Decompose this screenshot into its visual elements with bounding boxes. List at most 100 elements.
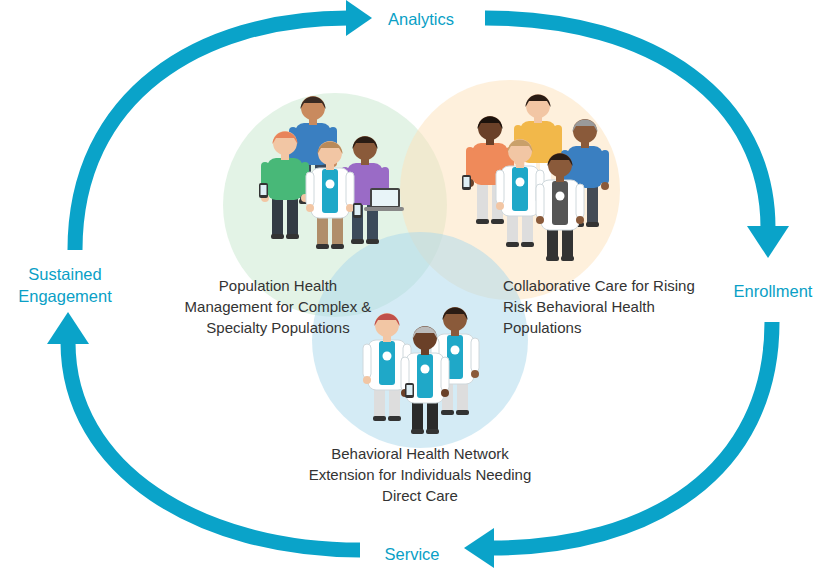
figure-part xyxy=(536,184,544,218)
figure-part xyxy=(516,178,525,187)
figure-part xyxy=(451,346,460,355)
phone-screen xyxy=(407,385,413,395)
figure-part xyxy=(548,154,573,167)
figure-part xyxy=(306,172,314,206)
figure-part xyxy=(352,201,363,243)
arrow-head xyxy=(464,528,494,568)
circle-shape xyxy=(400,80,620,300)
figure-part xyxy=(331,244,344,249)
stage-label: Analytics xyxy=(362,8,480,30)
phone xyxy=(259,183,268,198)
figure-part xyxy=(456,410,469,415)
arrow-head xyxy=(346,0,372,36)
figure-part xyxy=(506,242,519,247)
figure-part xyxy=(546,256,559,261)
stage-label: Service xyxy=(362,543,462,565)
venn-circle: Behavioral Health Network Extension for … xyxy=(312,232,528,448)
arrow-head xyxy=(747,226,789,258)
figure-part xyxy=(508,139,532,163)
figure-part xyxy=(287,196,298,238)
phone-screen xyxy=(261,185,267,195)
venn-circle: Population Health Management for Complex… xyxy=(223,93,447,317)
laptop-base xyxy=(364,207,404,211)
stage-label: Enrollment xyxy=(722,280,824,302)
arrow-head xyxy=(47,312,89,344)
figure-part xyxy=(301,96,325,120)
figure-part xyxy=(271,234,284,239)
figure-part xyxy=(556,192,565,201)
figure-part xyxy=(286,234,299,239)
stage-label: Sustained Engagement xyxy=(4,263,126,307)
figure-part xyxy=(363,344,371,378)
circle-shape xyxy=(312,232,528,448)
figure-part xyxy=(561,256,574,261)
figure-part xyxy=(512,167,528,211)
figure-part xyxy=(441,389,449,397)
circle-caption: Collaborative Care for Rising Risk Behav… xyxy=(503,275,695,338)
figure-part xyxy=(552,181,568,225)
figure-part xyxy=(501,166,539,216)
figure-part xyxy=(353,136,377,160)
figure-part xyxy=(586,222,599,227)
figure-part xyxy=(363,376,371,384)
figure-part xyxy=(406,353,444,403)
figure-part xyxy=(476,219,489,224)
figure-part xyxy=(496,202,504,210)
cycle-arc xyxy=(492,322,772,548)
figure-part xyxy=(267,158,303,200)
figure-part xyxy=(576,216,584,224)
figure-part xyxy=(383,352,392,361)
circle-caption: Population Health Management for Complex… xyxy=(181,275,375,338)
figure-part xyxy=(311,168,349,218)
figure-part xyxy=(601,150,609,184)
figure-part xyxy=(541,180,579,230)
figure-part xyxy=(318,141,342,165)
figure-part xyxy=(417,354,433,398)
figure-part xyxy=(272,196,283,238)
figure-part xyxy=(273,131,297,155)
figure-part xyxy=(373,416,386,421)
figure-part xyxy=(548,153,572,177)
figure-part xyxy=(306,204,314,212)
figure-part xyxy=(316,244,329,249)
cycle-arc xyxy=(68,342,360,550)
phone xyxy=(462,175,471,190)
figure-part xyxy=(346,172,354,206)
figure-part xyxy=(601,182,609,190)
figure-part xyxy=(443,307,467,331)
figure-part xyxy=(441,357,449,391)
figure-part xyxy=(351,239,364,244)
figure-part xyxy=(491,219,504,224)
figure-part xyxy=(573,119,597,143)
laptop-screen xyxy=(372,190,398,206)
figure-part xyxy=(478,116,502,140)
figure-part xyxy=(521,242,534,247)
figure-part xyxy=(471,338,479,372)
venn-circle: Collaborative Care for Rising Risk Behav… xyxy=(400,80,620,300)
figure-part xyxy=(441,410,454,415)
figure-part xyxy=(526,94,550,118)
circle-fill xyxy=(312,232,528,448)
phone xyxy=(353,203,362,218)
figure-part xyxy=(471,370,479,378)
figure-part xyxy=(587,184,598,226)
figure-part xyxy=(496,170,504,204)
figure-part xyxy=(477,181,488,223)
figure-part xyxy=(411,429,424,434)
laptop xyxy=(370,188,400,208)
figure-part xyxy=(421,365,430,374)
figure-part xyxy=(379,341,395,385)
figure-part xyxy=(576,184,584,218)
figure-part xyxy=(322,169,338,213)
figure-part xyxy=(366,239,379,244)
phone xyxy=(405,383,414,398)
figure-part xyxy=(368,340,406,390)
figure-part xyxy=(388,416,401,421)
figure-part xyxy=(536,216,544,224)
figure-part xyxy=(375,313,399,337)
phone-screen xyxy=(464,177,470,187)
figure-part xyxy=(413,326,437,350)
figure-part xyxy=(346,204,354,212)
circle-caption: Behavioral Health Network Extension for … xyxy=(300,443,540,506)
